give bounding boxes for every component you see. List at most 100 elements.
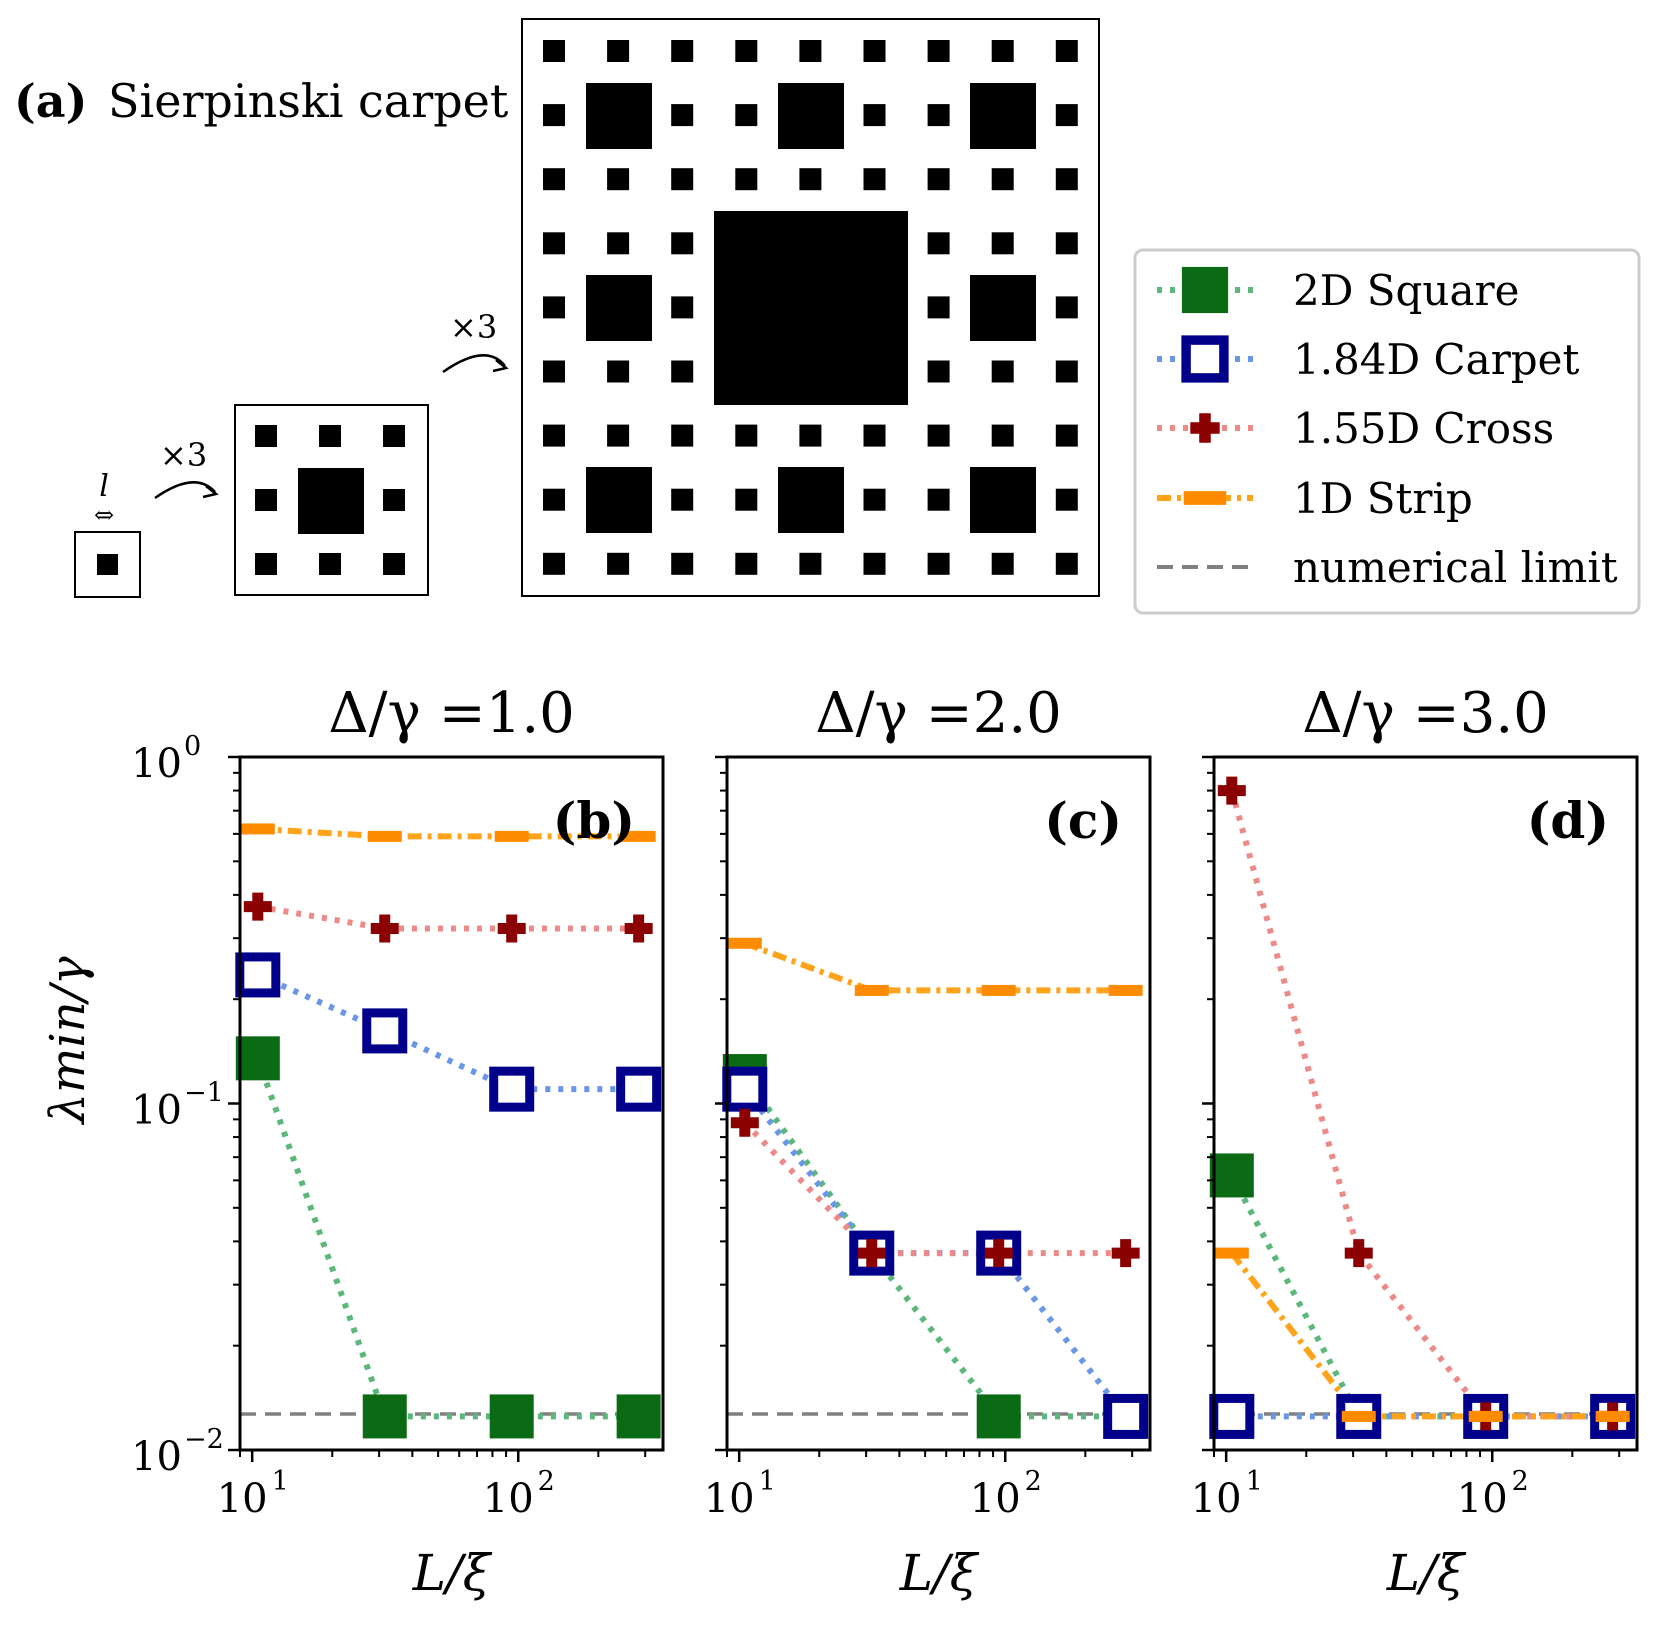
legend-label: 1D Strip: [1293, 474, 1473, 523]
carpet-level-3-hole-medium: [586, 275, 652, 341]
marker-square-filled: [362, 1394, 407, 1439]
marker-plus: [497, 914, 526, 943]
carpet-level-3-hole-small: [543, 168, 565, 191]
carpet-level-3-frame: [521, 18, 1100, 597]
carpet-level-3-hole-small: [607, 40, 630, 62]
marker-dash: [1341, 1410, 1376, 1422]
legend-item: 1.84D Carpet: [1157, 335, 1580, 384]
marker-plus: [1217, 776, 1246, 805]
carpet-level-3-hole-small: [991, 168, 1014, 191]
carpet-level-3-hole-small: [735, 40, 758, 62]
marker-square-open: [722, 1066, 768, 1112]
series-line: [254, 1057, 639, 1420]
carpet-level-2-hole: [383, 425, 405, 447]
y-tick-label: 10: [131, 741, 182, 787]
legend-frame: [1133, 248, 1641, 615]
series-line: [743, 940, 1126, 994]
carpet-level-3-hole-small: [1055, 488, 1078, 511]
marker-square-open: [489, 1066, 535, 1112]
legend: 2D Square 1.84D Carpet 1.55D Cross 1D Strip…: [1133, 248, 1641, 615]
panel-a-title: Sierpinski carpet: [108, 74, 509, 128]
carpet-level-3-hole-small: [927, 360, 950, 383]
carpet-level-3-hole-small: [671, 296, 694, 319]
series-line: [742, 1120, 1126, 1257]
legend-item: 1.55D Cross: [1157, 404, 1554, 453]
x-axis-label: L/ξ: [899, 1544, 980, 1602]
marker-plus: [857, 1239, 886, 1268]
panel-a: (a) Sierpinski carpet l ⇔ ×3 ×3: [14, 18, 1100, 598]
scale-arrow-1: [154, 481, 216, 500]
carpet-level-2-hole: [255, 553, 277, 575]
carpet-level-3-hole-small: [671, 40, 694, 62]
carpet-level-3-hole-small: [671, 552, 694, 575]
carpet-level-3-hole-small: [1055, 40, 1078, 62]
carpet-level-3-hole-small: [607, 424, 630, 447]
marker-square-filled: [976, 1394, 1021, 1439]
scale-arrow-2-head: [492, 359, 509, 373]
carpet-level-3-hole-small: [735, 168, 758, 191]
marker-dash: [1468, 1410, 1503, 1422]
x-axis-label: L/ξ: [1386, 1544, 1467, 1602]
carpet-level-3-hole-medium: [970, 467, 1036, 533]
carpet-level-3-hole-small: [863, 488, 886, 511]
carpet-level-2-hole: [383, 489, 405, 511]
x-tick-label: 10: [217, 1476, 268, 1522]
marker-dash: [494, 830, 529, 842]
carpet-level-3-hole-small: [927, 104, 950, 127]
marker-plus: [1111, 1239, 1140, 1268]
carpet-level-3-hole-small: [927, 424, 950, 447]
carpet-level-3-hole-small: [543, 552, 565, 575]
carpet-level-3-hole-small: [543, 40, 565, 62]
legend-item: 2D Square: [1157, 266, 1519, 315]
carpet-level-3-hole-small: [607, 360, 630, 383]
marker-dash: [727, 937, 762, 949]
carpet-level-3-hole-small: [863, 168, 886, 191]
x-tick-label: 10: [483, 1476, 534, 1522]
carpet-level-3-hole-small: [671, 360, 694, 383]
marker-dash: [1214, 1247, 1249, 1259]
carpet-level-3-hole-small: [671, 104, 694, 127]
carpet-level-3-hole-small: [1055, 424, 1078, 447]
series-line: [256, 972, 639, 1093]
chart-title: Δ/γ =1.0: [328, 681, 575, 746]
x-tick-label: 10: [1457, 1476, 1508, 1522]
carpet-level-3-hole-medium: [778, 83, 844, 149]
carpet-level-2-hole: [383, 553, 405, 575]
carpet-level-3-hole-small: [543, 104, 565, 127]
carpet-level-3-hole-small: [543, 296, 565, 319]
carpet-level-3-hole-small: [1055, 360, 1078, 383]
carpet-level-3-hole-small: [735, 552, 758, 575]
series-line: [1228, 789, 1613, 1420]
x-tick-exponent: 2: [1025, 1466, 1042, 1497]
marker-square-open: [1103, 1393, 1149, 1439]
carpet-level-3-hole-small: [1055, 296, 1078, 319]
panel-a-tag: (a): [14, 74, 87, 128]
x-tick-exponent: 2: [1512, 1466, 1529, 1497]
carpet-level-3-hole-small: [927, 232, 950, 255]
scale-label-2: ×3: [450, 308, 497, 346]
marker-dash: [981, 984, 1016, 996]
plot-frame: [1212, 755, 1639, 1452]
panel-tag: (c): [1044, 791, 1122, 850]
legend-label: 1.55D Cross: [1293, 404, 1554, 453]
carpet-level-3-hole-small: [927, 488, 950, 511]
scale-label-1: ×3: [160, 436, 207, 474]
carpet-level-3-hole-small: [863, 552, 886, 575]
marker-plus: [730, 1108, 759, 1137]
series-line: [257, 903, 639, 932]
carpet-level-3-hole-small: [991, 232, 1014, 255]
carpet-level-3-hole-medium: [778, 467, 844, 533]
x-axis-label: L/ξ: [412, 1544, 493, 1602]
carpet-level-1-frame: [74, 531, 141, 598]
plot-frame: [725, 755, 1152, 1452]
carpet-level-3-hole-small: [991, 360, 1014, 383]
carpet-level-3-hole-small: [543, 488, 565, 511]
carpet-level-3-hole-small: [1055, 232, 1078, 255]
carpet-level-3-hole-small: [671, 424, 694, 447]
legend-label: 1.84D Carpet: [1293, 335, 1580, 384]
y-tick-exponent: −1: [184, 1078, 224, 1109]
carpet-level-3-hole-medium: [970, 275, 1036, 341]
carpet-level-3-hole-small: [671, 232, 694, 255]
